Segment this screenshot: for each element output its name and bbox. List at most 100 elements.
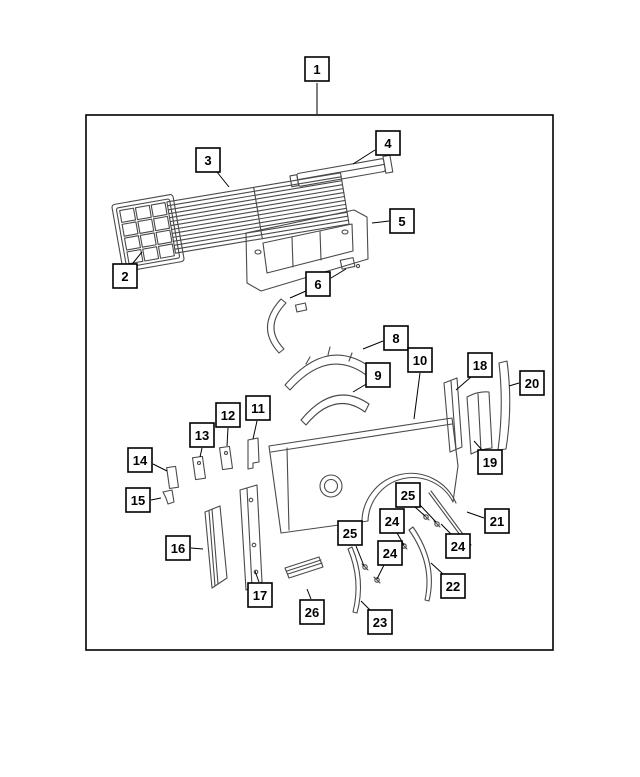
callout-13-leader-line — [199, 447, 203, 458]
callout-16-leader-line — [190, 547, 204, 550]
callout-14: 14 — [127, 447, 168, 473]
callout-25-box — [395, 482, 421, 508]
part-inner-panel-front — [443, 377, 463, 453]
callout-12: 12 — [215, 402, 241, 447]
callout-14-box — [127, 447, 153, 473]
callout-9-number: 9 — [374, 368, 381, 383]
callout-4: 4 — [352, 130, 401, 165]
callout-15-number: 15 — [131, 493, 145, 508]
callout-24: 24 — [376, 540, 403, 580]
callout-20-box — [519, 370, 545, 396]
part-clips — [361, 513, 441, 584]
callout-15: 15 — [125, 487, 162, 513]
callout-17: 17 — [247, 570, 273, 608]
callout-24-leader-line — [396, 532, 405, 546]
callout-25: 25 — [337, 520, 365, 567]
callout-22-leader-line — [430, 562, 444, 575]
callout-3-box — [195, 147, 221, 173]
part-bracket-11 — [247, 437, 260, 470]
callout-10: 10 — [407, 347, 433, 420]
callout-19-box — [477, 449, 503, 475]
callout-10-leader-line — [413, 372, 421, 420]
callout-15-box — [125, 487, 151, 513]
callout-3: 3 — [195, 147, 230, 188]
callout-24-number: 24 — [383, 546, 398, 561]
callout-22-number: 22 — [446, 579, 460, 594]
callout-4-number: 4 — [384, 136, 392, 151]
diagram-frame-border — [85, 114, 554, 651]
callout-4-leader-line — [352, 149, 376, 165]
callout-24: 24 — [440, 523, 471, 559]
callout-5-leader-line — [371, 220, 390, 224]
callout-21-number: 21 — [490, 514, 504, 529]
callout-16-box — [165, 535, 191, 561]
part-bracket-14 — [166, 465, 180, 489]
callout-19-number: 19 — [483, 455, 497, 470]
callout-17-number: 17 — [253, 588, 267, 603]
callout-24-number: 24 — [451, 539, 466, 554]
callout-19-leader-line — [473, 440, 483, 451]
callout-1-box — [304, 56, 330, 82]
callout-25-number: 25 — [343, 526, 357, 541]
part-clip-15 — [162, 489, 175, 505]
callout-21-leader-line — [466, 511, 485, 519]
callout-19: 19 — [473, 440, 503, 475]
callout-12-leader-line — [226, 427, 229, 447]
callout-24: 24 — [379, 508, 405, 546]
callout-21-box — [484, 508, 510, 534]
callout-25-leader-line — [355, 545, 365, 567]
callout-14-leader-line — [152, 463, 168, 472]
part-bracket-12 — [218, 445, 234, 471]
callout-25: 25 — [395, 482, 437, 523]
callout-24-number: 24 — [385, 514, 400, 529]
callout-25-box — [337, 520, 363, 546]
callout-13: 13 — [189, 422, 215, 458]
callout-2-box — [112, 263, 138, 289]
callout-20: 20 — [508, 370, 545, 396]
callout-5: 5 — [371, 208, 415, 234]
callout-1: 1 — [304, 56, 330, 114]
callout-11-number: 11 — [251, 401, 265, 416]
callout-26-box — [299, 599, 325, 625]
callout-17-leader-line — [254, 570, 260, 583]
callout-26: 26 — [299, 588, 325, 625]
callout-13-box — [189, 422, 215, 448]
callout-6-leader-line — [330, 268, 347, 279]
callout-23-box — [367, 609, 393, 635]
part-moulding — [284, 556, 324, 579]
callout-10-box — [407, 347, 433, 373]
callout-2-number: 2 — [121, 269, 128, 284]
part-seal-strip-vertical — [497, 360, 511, 451]
part-seal-strip-front — [347, 546, 362, 614]
callout-6: 6 — [289, 268, 347, 299]
callout-18-leader-line — [455, 376, 472, 391]
callout-17-box — [247, 582, 273, 608]
callout-9: 9 — [352, 362, 391, 393]
callout-5-box — [389, 208, 415, 234]
callout-14-number: 14 — [133, 453, 148, 468]
callout-11-leader-line — [252, 420, 258, 440]
part-front-pillar-reinforcement — [204, 505, 228, 589]
callout-22-box — [440, 573, 466, 599]
callout-21: 21 — [466, 508, 510, 534]
callout-24-leader-line — [440, 523, 452, 535]
part-inner-panel-rear — [466, 391, 493, 455]
callout-16-number: 16 — [171, 541, 185, 556]
callout-24-box — [377, 540, 403, 566]
callout-6-number: 6 — [314, 277, 321, 292]
callout-26-number: 26 — [305, 605, 319, 620]
callout-16: 16 — [165, 535, 204, 561]
callout-3-number: 3 — [204, 153, 211, 168]
callout-11: 11 — [245, 395, 271, 440]
callout-20-leader-line — [508, 382, 520, 387]
part-seal-strip-rear — [408, 526, 432, 602]
callout-25-leader-line — [414, 506, 426, 517]
callout-25-number: 25 — [401, 488, 415, 503]
callout-10-number: 10 — [413, 353, 427, 368]
callout-9-box — [365, 362, 391, 388]
part-wheelhouse-outer — [284, 346, 375, 391]
callout-5-number: 5 — [398, 214, 405, 229]
callout-8-box — [383, 325, 409, 351]
